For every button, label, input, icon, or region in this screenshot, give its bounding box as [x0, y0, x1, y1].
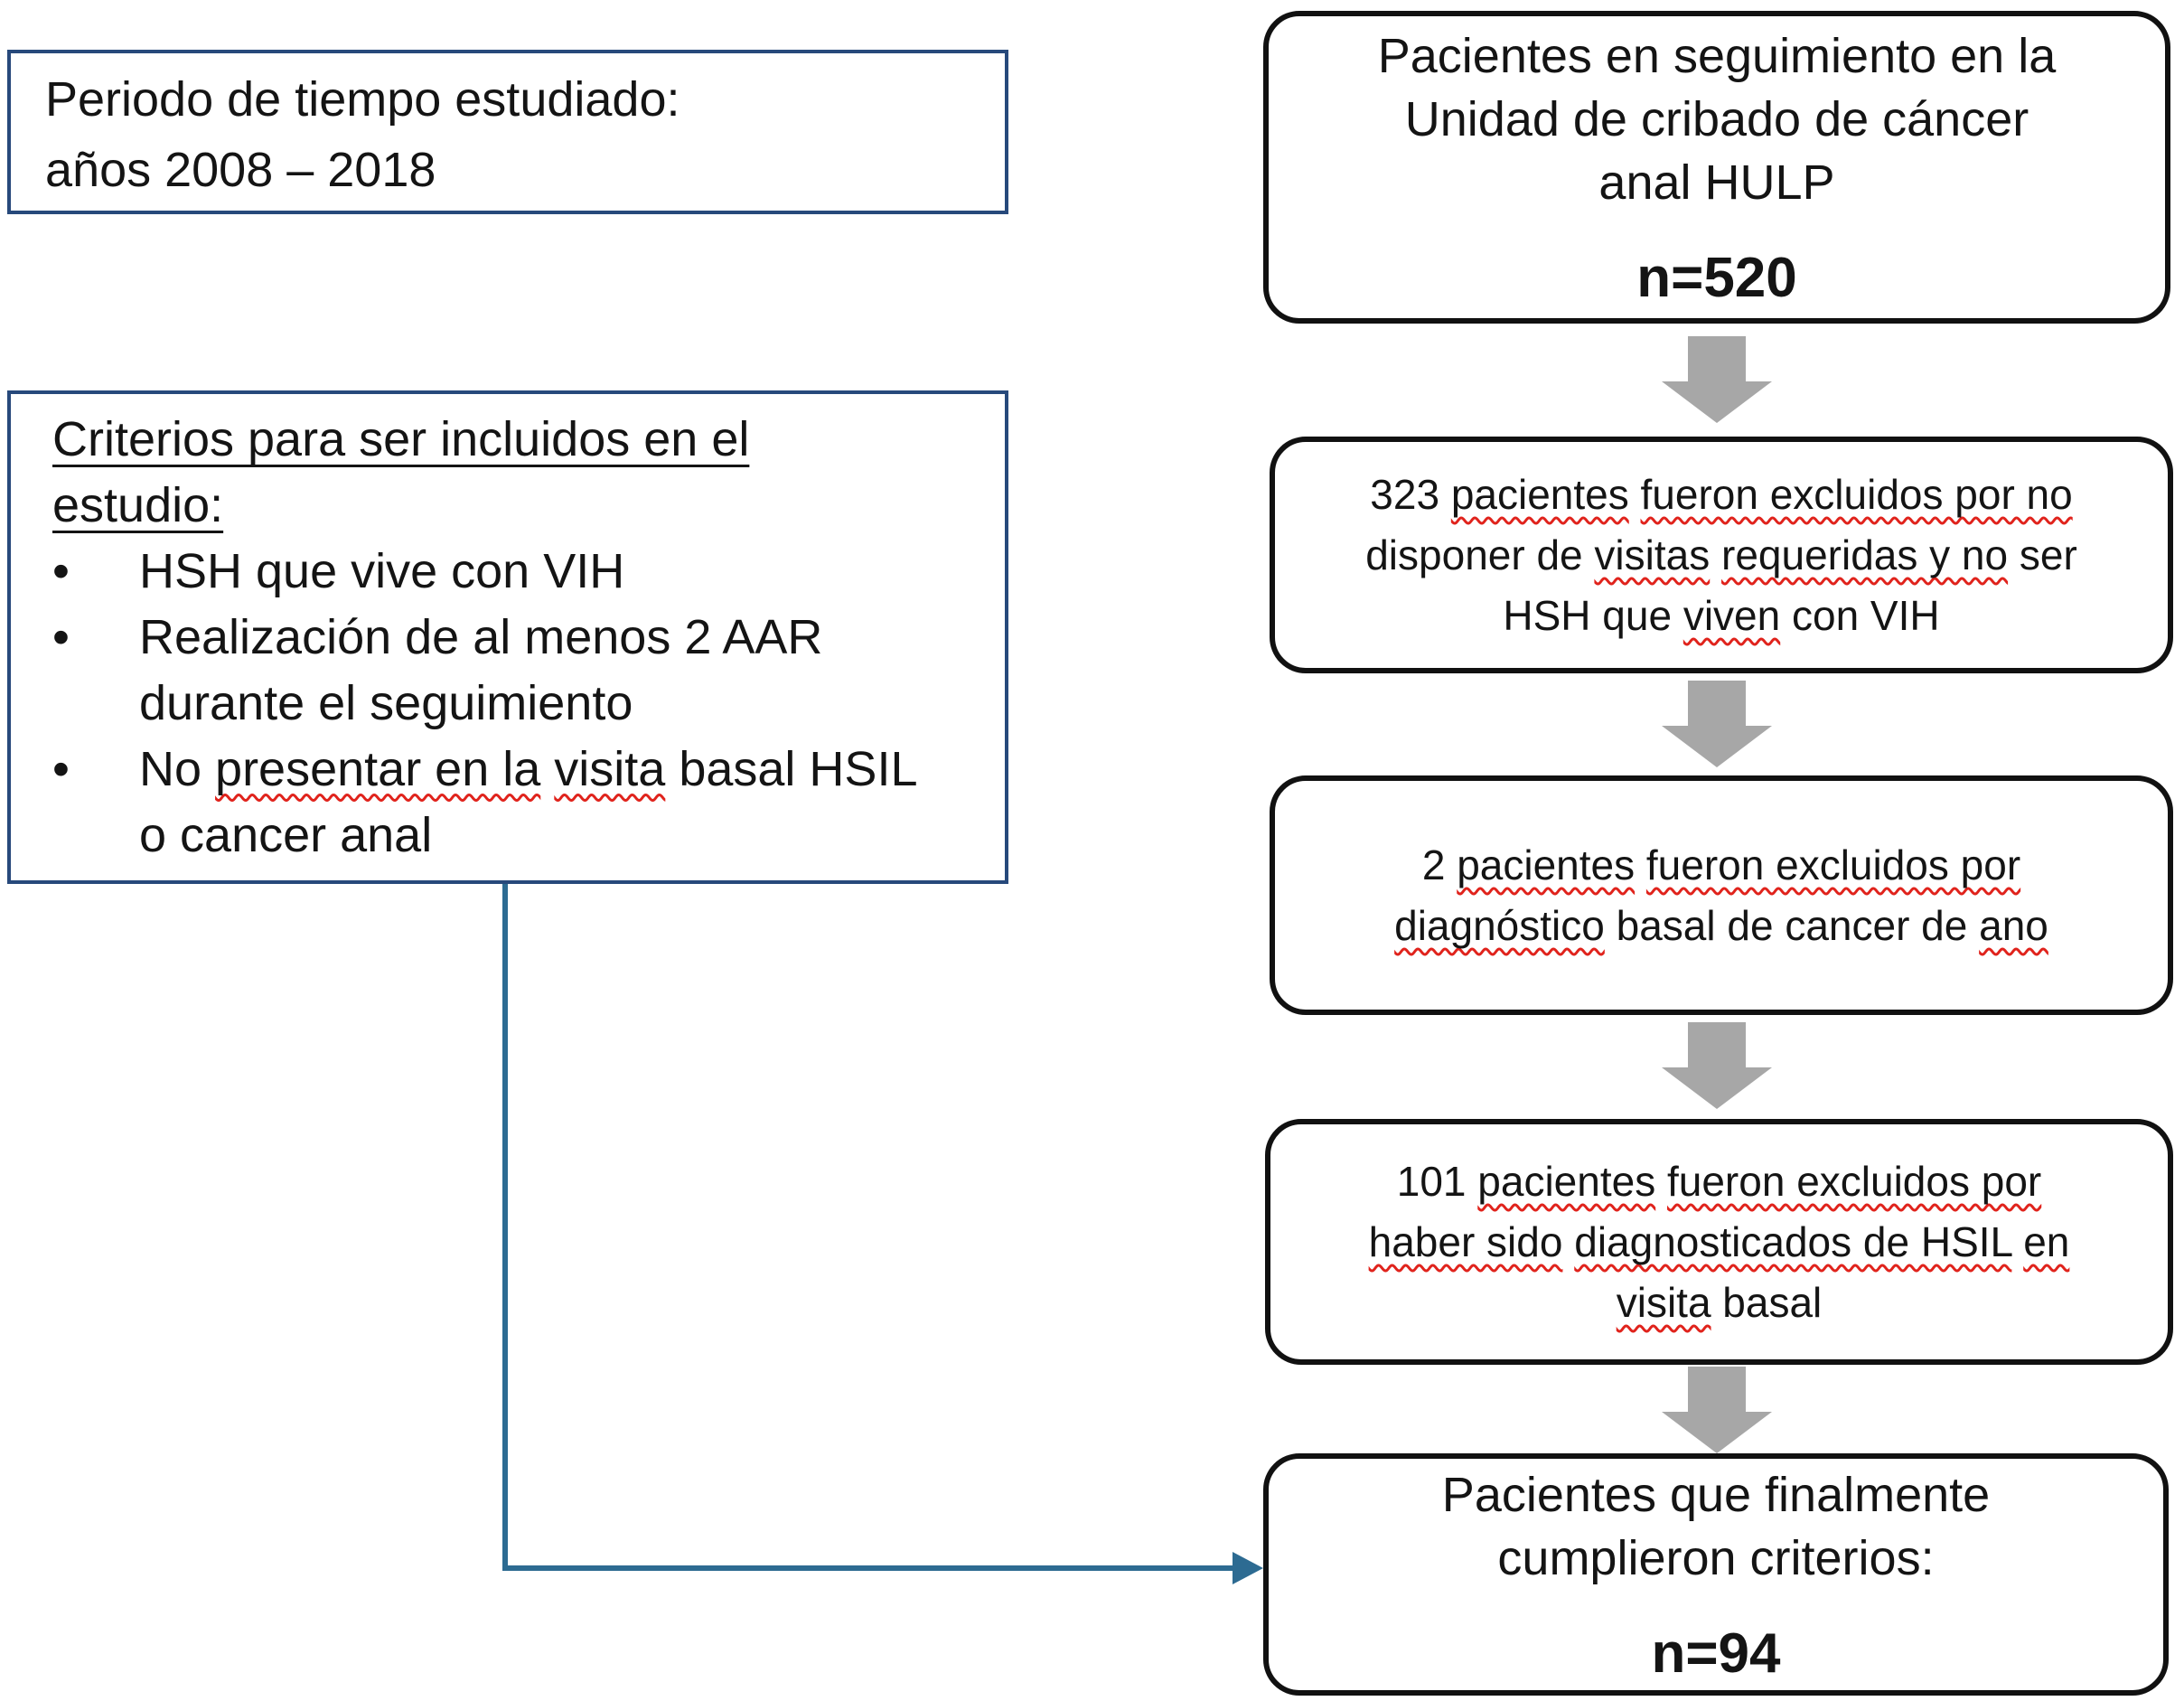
text-segment: HSH que vive con VIH [139, 544, 625, 598]
bullet-text-line: durante el seguimiento [139, 671, 989, 737]
flow-box-text-line: Unidad de cribado de cáncer [1404, 92, 2029, 146]
misspelled-text: fueron excluidos por [1666, 1157, 2042, 1205]
text-segment [1635, 841, 1646, 888]
text-segment [1562, 1218, 1574, 1265]
misspelled-text: pacientes [1477, 1157, 1656, 1205]
flow-box-text-line: 101 pacientes fueron excluidos por [1397, 1151, 2041, 1212]
bullet-marker: • [52, 742, 70, 796]
flow-box-excluded-hsil: 101 pacientes fueron excluidos por haber… [1265, 1119, 2173, 1365]
bullet-marker: • [52, 544, 70, 598]
criteria-title-line: Criterios para ser incluidos en el [52, 412, 750, 466]
text-segment [1710, 531, 1721, 578]
text-segment [2011, 1218, 2023, 1265]
connector-arrowhead-icon [1233, 1552, 1263, 1584]
criteria-title-line: estudio: [52, 478, 224, 532]
text-segment: ser [2008, 531, 2077, 578]
bullet-item: • HSH que vive con VIH [52, 539, 989, 605]
text-segment [1629, 471, 1641, 518]
criteria-box: Criterios para ser incluidos en el estud… [7, 390, 1008, 884]
flow-box-text-line: 323 pacientes fueron excluidos por no [1370, 465, 2072, 525]
flow-box-final: Pacientes que finalmente cumplieron crit… [1263, 1453, 2169, 1696]
bullet-marker: • [52, 610, 70, 664]
down-arrow-icon [1662, 1022, 1772, 1109]
text-segment: con VIH [1780, 591, 1940, 639]
flow-box-population: Pacientes en seguimiento en la Unidad de… [1263, 11, 2170, 324]
bullet-item: • Realización de al menos 2 AAR durante … [52, 605, 989, 737]
flow-box-excluded-visits: 323 pacientes fueron excluidos por no di… [1270, 437, 2173, 673]
bullet-text-line: Realización de al menos 2 AAR [139, 605, 989, 671]
text-segment: o cancer anal [139, 808, 433, 862]
misspelled-text: visita [554, 742, 666, 796]
text-segment: 323 [1370, 470, 1451, 518]
misspelled-text: presentar en la [215, 742, 541, 796]
flow-box-text-line: cumplieron criterios: [1497, 1531, 1935, 1585]
text-segment [1655, 1158, 1667, 1205]
connector-horizontal-line [502, 1565, 1234, 1571]
text-segment: 101 [1396, 1157, 1478, 1205]
text-segment: No [139, 742, 216, 796]
down-arrow-icon [1662, 1367, 1772, 1453]
text-segment: disponer de [1365, 531, 1595, 578]
text-segment: basal de cancer de [1604, 901, 1980, 949]
misspelled-text: requeridas y no [1721, 531, 2009, 578]
bullet-item: • No presentar en la visita basal HSIL o… [52, 737, 989, 869]
misspelled-text: fueron excluidos por [1645, 841, 2021, 888]
text-segment: basal [1711, 1278, 1823, 1326]
misspelled-text: fueron excluidos por no [1640, 470, 2073, 518]
text-segment: basal HSIL [665, 742, 918, 796]
misspelled-text: visitas [1594, 531, 1711, 578]
flow-box-text-line: disponer de visitas requeridas y no ser [1365, 525, 2077, 586]
flow-box-text-line: HSH que viven con VIH [1503, 586, 1939, 646]
flow-box-text-line: visita basal [1617, 1273, 1823, 1333]
text-segment: 2 [1421, 841, 1458, 888]
connector-vertical-line [502, 884, 508, 1571]
flow-box-text-line: Pacientes que finalmente [1441, 1468, 1991, 1522]
bullet-text-line: No presentar en la visita basal HSIL [139, 737, 989, 803]
count-n520: n=520 [1636, 247, 1797, 309]
misspelled-text: diagnosticados de HSIL [1574, 1217, 2012, 1265]
text-segment: Realización de al menos 2 AAR [139, 610, 823, 664]
text-segment: durante el seguimiento [139, 676, 633, 730]
misspelled-text: diagnóstico [1394, 901, 1605, 949]
count-n94: n=94 [1651, 1622, 1781, 1685]
flow-box-text-line: 2 pacientes fueron excluidos por [1422, 835, 2020, 896]
misspelled-text: ano [1979, 901, 2048, 949]
flow-box-excluded-cancer: 2 pacientes fueron excluidos por diagnós… [1270, 775, 2173, 1015]
down-arrow-icon [1662, 336, 1772, 423]
misspelled-text: en [2023, 1217, 2070, 1265]
misspelled-text: pacientes [1457, 841, 1636, 888]
period-line: años 2008 – 2018 [45, 143, 436, 197]
text-segment: HSH que [1503, 591, 1683, 639]
flow-box-text-line: Pacientes en seguimiento en la [1377, 29, 2057, 83]
misspelled-text: pacientes [1450, 470, 1629, 518]
bullet-text-line: o cancer anal [139, 803, 989, 869]
text-segment [540, 742, 554, 796]
misspelled-text: visita [1616, 1278, 1711, 1326]
period-box: Periodo de tiempo estudiado: años 2008 –… [7, 50, 1008, 214]
flow-box-text-line: haber sido diagnosticados de HSIL en [1369, 1212, 2070, 1273]
flow-box-text-line: diagnóstico basal de cancer de ano [1394, 896, 2048, 956]
down-arrow-icon [1662, 681, 1772, 767]
flow-box-text-line: anal HULP [1598, 155, 1835, 210]
period-line: Periodo de tiempo estudiado: [45, 72, 680, 127]
misspelled-text: haber sido [1368, 1217, 1563, 1265]
bullet-text-line: HSH que vive con VIH [139, 539, 989, 605]
misspelled-text: viven [1683, 591, 1781, 639]
